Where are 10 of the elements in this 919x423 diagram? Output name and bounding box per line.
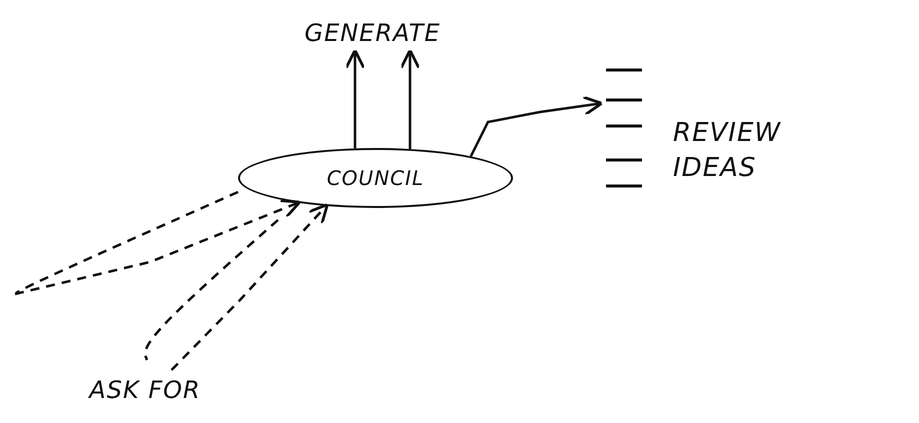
text-label: GENERATE — [304, 19, 441, 47]
node-label: COUNCIL — [326, 166, 424, 190]
arrow — [344, 48, 366, 148]
dashed-arrow — [14, 199, 302, 296]
text-label: REVIEW IDEAS — [673, 117, 782, 186]
arrow — [470, 96, 604, 157]
dashed-arrow — [170, 203, 329, 371]
ellipse-node — [238, 148, 513, 208]
arrow — [400, 48, 420, 149]
text-label: ASK FOR — [89, 376, 201, 404]
